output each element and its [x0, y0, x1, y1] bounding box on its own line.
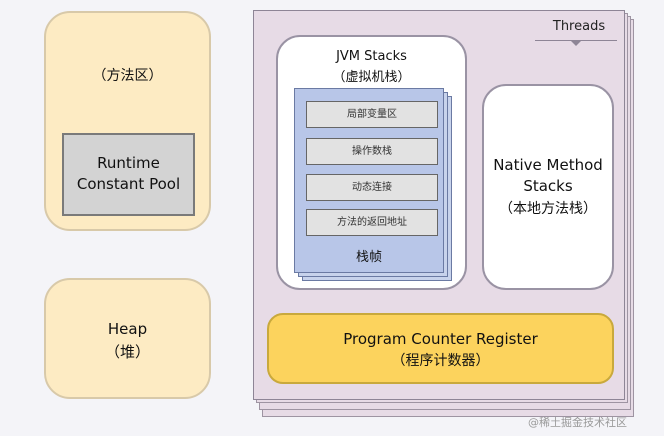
runtime-constant-pool-line1: Runtime	[97, 154, 160, 172]
heap-line2: （堆）	[104, 343, 150, 361]
program-counter-line2: （程序计数器）	[391, 353, 490, 369]
frame-row-return-address: 方法的返回地址	[306, 209, 438, 236]
frame-row-dynamic-linking: 动态连接	[306, 174, 438, 201]
heap-box: Heap （堆）	[44, 278, 211, 399]
watermark-text: @稀土掘金技术社区	[528, 416, 627, 429]
threads-arrow-icon	[571, 41, 581, 46]
jvm-stacks-subtitle: （虚拟机栈）	[332, 70, 411, 85]
native-method-line1: Native Method	[493, 156, 603, 174]
native-method-line2: Stacks	[523, 177, 573, 195]
heap-line1: Heap	[107, 320, 148, 338]
native-method-line3: （本地方法栈）	[499, 201, 597, 217]
jvm-stacks-title: JVM Stacks	[336, 49, 407, 64]
threads-label-underline	[535, 40, 617, 41]
threads-label: Threads	[552, 19, 606, 34]
method-area-label: （方法区）	[92, 68, 163, 84]
stack-frame-label: 栈帧	[355, 250, 382, 265]
program-counter-register-box: Program Counter Register （程序计数器）	[267, 313, 614, 384]
native-method-stacks-panel: Native Method Stacks （本地方法栈）	[482, 84, 614, 290]
frame-row-operand-stack: 操作数栈	[306, 138, 438, 165]
runtime-constant-pool-line2: Constant Pool	[76, 175, 181, 193]
frame-row-local-variables: 局部变量区	[306, 101, 438, 128]
program-counter-line1: Program Counter Register	[343, 330, 538, 348]
runtime-constant-pool-box: Runtime Constant Pool	[62, 133, 195, 216]
